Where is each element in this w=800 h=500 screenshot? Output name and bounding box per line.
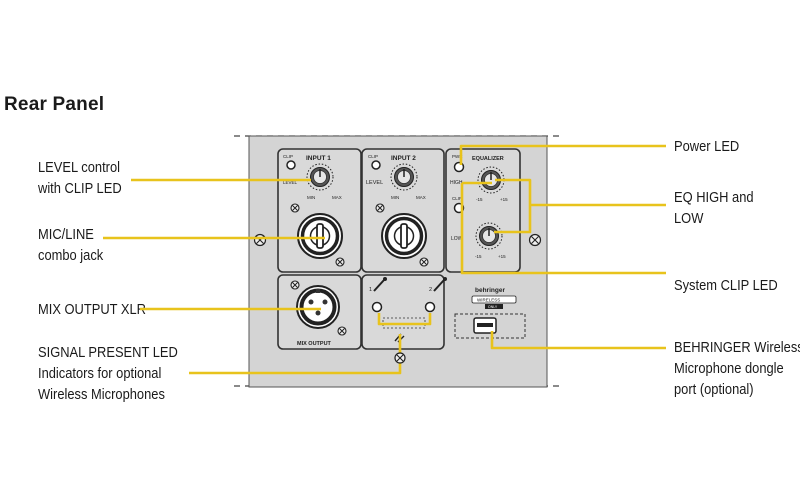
input1-label: INPUT 1	[306, 155, 331, 162]
callout-dongle	[490, 331, 666, 350]
screw-icon	[335, 257, 345, 267]
combo-jack-1-icon	[297, 213, 343, 259]
level-label: LEVEL	[366, 180, 383, 186]
label-line: combo jack	[38, 247, 104, 264]
page-title: Rear Panel	[4, 94, 105, 115]
pwr-label: PWR	[452, 154, 463, 159]
signal-led-1-icon	[371, 301, 383, 313]
plus15-label: +15	[500, 197, 508, 202]
screw-icon	[253, 233, 267, 247]
label-line: SIGNAL PRESENT LED	[38, 344, 178, 361]
only-badge	[485, 304, 503, 309]
screw-icon	[290, 203, 300, 213]
low-label: LOW	[451, 236, 463, 242]
label-line: System CLIP LED	[674, 277, 778, 294]
label-system-clip: System CLIP LED	[674, 275, 778, 296]
label-dongle-port: BEHRINGER Wireless Microphone dongle por…	[674, 337, 800, 400]
dongle-dashed-box	[454, 313, 526, 339]
label-mic-line-jack: MIC/LINE combo jack	[38, 224, 103, 266]
max-label: MAX	[416, 195, 426, 200]
label-line: LOW	[674, 210, 704, 227]
minus15-label: -15	[476, 197, 483, 202]
label-line: with CLIP LED	[38, 180, 122, 197]
label-line: LEVEL control	[38, 159, 120, 176]
brand-logo: behringer	[475, 287, 505, 294]
signal-led-2-icon	[424, 301, 436, 313]
channel-1-label: 1	[369, 287, 372, 293]
label-line: Microphone dongle	[674, 360, 784, 377]
label-signal-present: SIGNAL PRESENT LED Indicators for option…	[38, 342, 178, 405]
channel-2-label: 2	[429, 287, 432, 293]
wireless-badge	[471, 295, 517, 304]
eq-low-knob-icon	[475, 222, 503, 250]
screw-icon	[337, 326, 347, 336]
clip-led-label: CLIP	[368, 154, 378, 159]
callout-eq	[494, 178, 666, 234]
system-clip-label: CLIP	[452, 196, 462, 201]
max-label: MAX	[332, 195, 342, 200]
xlr-output-icon	[296, 285, 340, 329]
signal-dashed-box	[382, 317, 426, 329]
label-line: Indicators for optional	[38, 365, 162, 382]
minus15-label: -15	[475, 254, 482, 259]
level-knob-2-icon	[390, 163, 418, 191]
level-label: LEVEL	[283, 180, 298, 185]
combo-jack-2-icon	[381, 213, 427, 259]
label-eq: EQ HIGH and LOW	[674, 187, 754, 229]
callout-system-clip	[460, 181, 666, 275]
only-badge-label: ONLY	[488, 305, 498, 309]
label-power-led: Power LED	[674, 136, 739, 157]
screw-icon	[528, 233, 542, 247]
min-label: MIN	[391, 195, 399, 200]
label-line: MIX OUTPUT XLR	[38, 301, 146, 318]
callout-signal	[189, 313, 432, 375]
screw-icon	[375, 203, 385, 213]
label-line: Power LED	[674, 138, 740, 155]
callout-power	[459, 144, 666, 165]
label-line: port (optional)	[674, 381, 754, 398]
equalizer-label: EQUALIZER	[472, 156, 504, 162]
label-mix-output: MIX OUTPUT XLR	[38, 299, 146, 320]
callout-lines	[103, 144, 666, 375]
clip-led-label: CLIP	[283, 154, 293, 159]
high-label: HIGH	[450, 180, 463, 186]
mic-1-icon	[373, 279, 385, 292]
wireless-plate	[361, 274, 445, 350]
label-line: BEHRINGER Wireless	[674, 339, 800, 356]
min-label: MIN	[307, 195, 315, 200]
screw-icon	[394, 352, 406, 364]
clip-led-icon	[371, 160, 381, 170]
label-level-control: LEVEL control with CLIP LED	[38, 157, 122, 199]
label-line: MIC/LINE	[38, 226, 94, 243]
wireless-badge-label: WIRELESS	[477, 298, 500, 303]
plus15-label: +15	[498, 254, 506, 259]
input2-label: INPUT 2	[391, 155, 416, 162]
mic-2-icon	[433, 279, 445, 292]
screw-icon	[419, 257, 429, 267]
level-knob-1-icon	[306, 163, 334, 191]
label-line: Wireless Microphones	[38, 386, 165, 403]
label-line: EQ HIGH and	[674, 189, 754, 206]
mix-output-label: MIX OUTPUT	[297, 341, 332, 347]
screw-icon	[290, 280, 300, 290]
clip-led-icon	[286, 160, 296, 170]
